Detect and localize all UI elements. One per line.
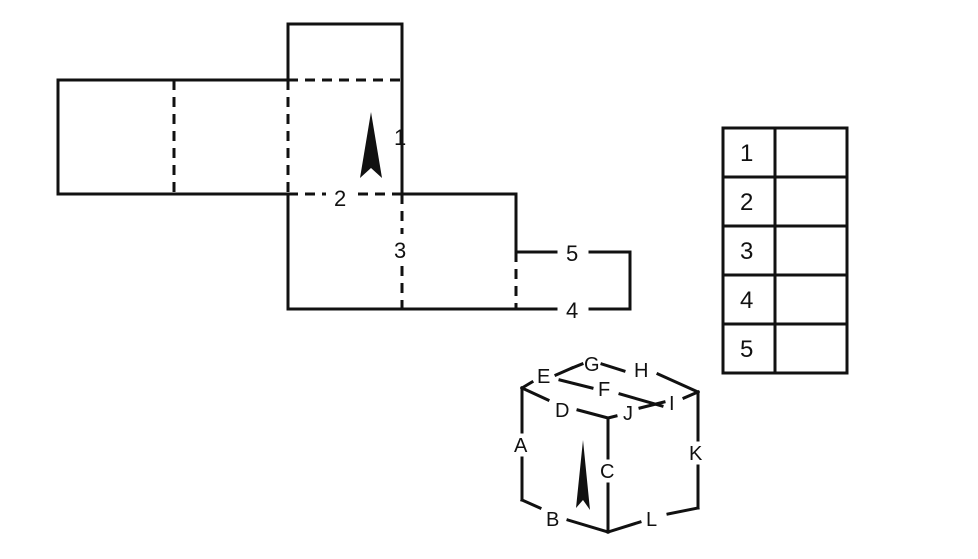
cube-edge-B (566, 518, 610, 534)
net-edge-label-2: 2 (334, 186, 346, 211)
table-row-label-3: 3 (740, 238, 753, 265)
cube-edge-J (638, 400, 666, 410)
cube-edge-label-F: F (598, 379, 610, 401)
cube-edge-label-D: D (555, 400, 569, 422)
cube-edge-B (520, 498, 542, 510)
arrow-icon (576, 440, 590, 510)
cube-edge-label-L: L (646, 509, 657, 531)
cube-edge-label-I: I (669, 393, 675, 415)
cube-edge-D (576, 408, 610, 420)
cube-edge-label-H: H (634, 360, 648, 382)
cube-edge-E (554, 366, 574, 377)
net-edge-label-5: 5 (566, 241, 578, 266)
cube-edge-label-A: A (514, 435, 528, 457)
table-row-label-5: 5 (740, 336, 753, 363)
net-outline (56, 22, 632, 311)
cube-edge-F (558, 378, 594, 390)
table-row-label-4: 4 (740, 287, 753, 314)
cube-edge-label-G: G (584, 354, 600, 376)
net-edge-label-3: 3 (394, 238, 406, 263)
cube-edge-label-J: J (623, 403, 633, 425)
cube-edge-label-B: B (546, 509, 559, 531)
cube-edge-label-K: K (689, 443, 703, 465)
cube-edge-L (666, 506, 700, 516)
cube-edge-I (682, 390, 700, 400)
cube-edge-D (520, 386, 550, 402)
answer-table: 1 2 3 4 5 (721, 126, 849, 375)
net-edge-label-4: 4 (566, 298, 578, 323)
table-row-label-1: 1 (740, 140, 753, 167)
net-edge-label-1: 1 (394, 125, 406, 150)
cube-edge-G (600, 362, 626, 373)
cube-edge-label-C: C (600, 461, 614, 483)
cube-edge-label-E: E (537, 366, 550, 388)
answer-table-border (721, 126, 849, 375)
table-row-label-2: 2 (740, 189, 753, 216)
arrow-icon (360, 112, 382, 178)
cube-drawing: A B C D E F G H I J K L (514, 354, 703, 534)
cube-edge-L (606, 520, 642, 534)
cube-edge-G (570, 362, 584, 370)
cube-edge-E (519, 379, 535, 391)
cube-net: 1 2 3 5 4 (56, 22, 632, 323)
cube-edge-H (656, 372, 700, 394)
